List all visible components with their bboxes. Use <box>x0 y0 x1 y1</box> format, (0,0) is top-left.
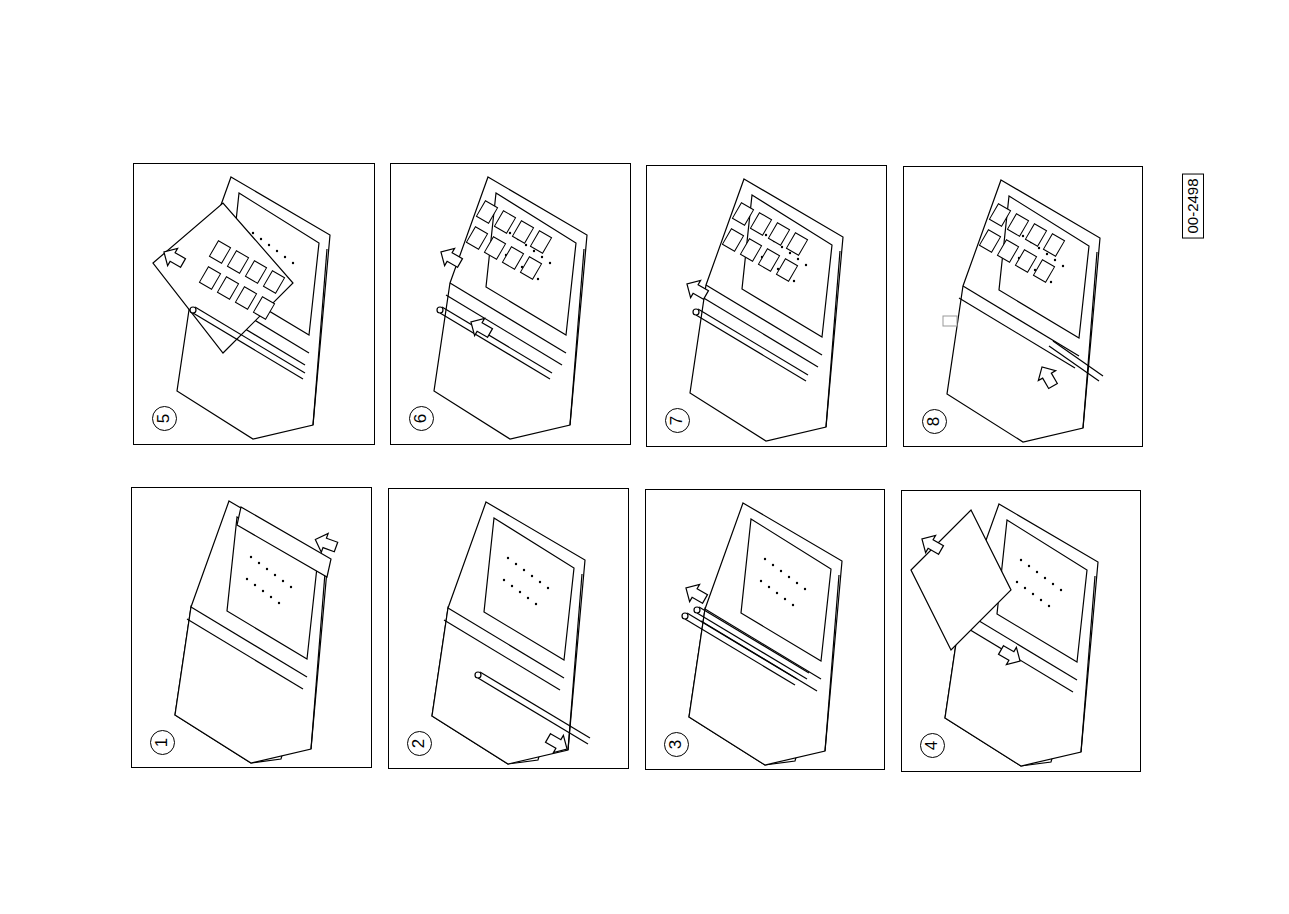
step-panel: 6 <box>390 163 631 445</box>
callout-number: 3 <box>668 739 685 748</box>
callout-number: 1 <box>154 737 171 746</box>
callout-number: 7 <box>669 415 686 424</box>
step-number-circle: 2 <box>407 731 432 756</box>
step-panel: 3 <box>645 489 885 770</box>
step-number-circle: 4 <box>920 733 945 758</box>
step-panel: 7 <box>646 165 887 447</box>
step-panel: 2 <box>388 488 629 769</box>
step-number-circle: 6 <box>409 406 434 431</box>
step-number-circle: 5 <box>152 406 177 431</box>
step-panel: 8 <box>903 166 1143 447</box>
step-panel: 4 <box>901 490 1141 772</box>
step-number-circle: 1 <box>150 730 175 755</box>
step-panel: 1 <box>131 487 372 768</box>
step-number-circle: 7 <box>665 408 690 433</box>
step-number-circle: 3 <box>664 732 689 757</box>
callout-number: 4 <box>924 740 941 749</box>
callout-number: 8 <box>926 416 943 425</box>
callout-number: 5 <box>156 413 173 422</box>
callout-number: 6 <box>413 413 430 422</box>
step-panel: 5 <box>133 163 375 445</box>
step-number-circle: 8 <box>922 409 947 434</box>
callout-number: 2 <box>411 738 428 747</box>
figure-number: 00-2498 <box>1182 173 1204 238</box>
